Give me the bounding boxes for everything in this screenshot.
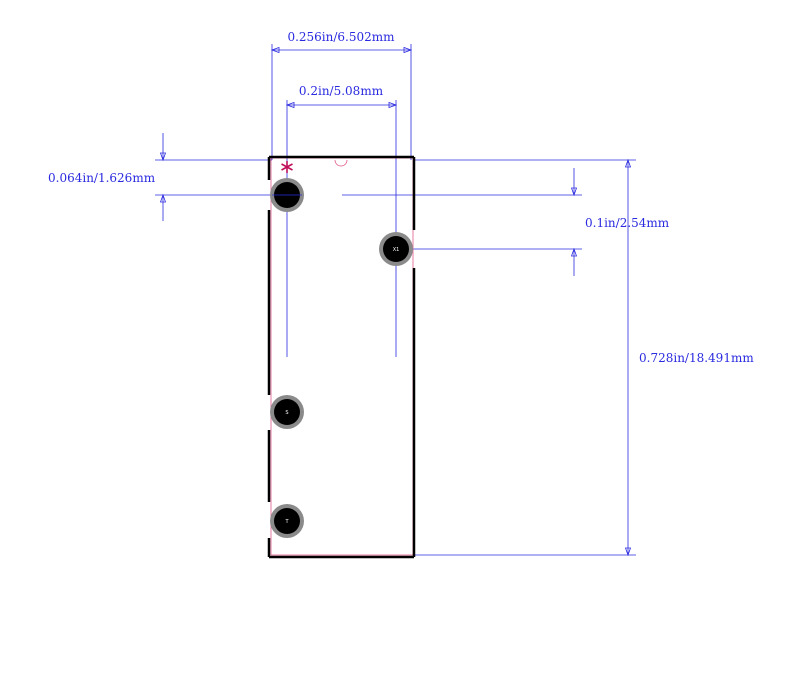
width-arrow-right bbox=[403, 46, 413, 54]
overall-width-label: 0.256in/6.502mm bbox=[287, 30, 395, 44]
pin1-notch bbox=[334, 159, 348, 167]
pin1-arrow-head bbox=[159, 193, 167, 203]
top-arrow-head bbox=[159, 152, 167, 162]
overall-height-label: 0.728in/18.491mm bbox=[639, 351, 754, 365]
pin-pitch-label: 0.1in/2.54mm bbox=[585, 216, 670, 230]
pad-x1-label: X1 bbox=[393, 247, 400, 253]
pin-span-label: 0.2in/5.08mm bbox=[299, 84, 384, 98]
pad-s-label: S bbox=[285, 410, 288, 416]
courtyard-outline bbox=[270, 157, 414, 556]
pitch-arrow-head-bottom bbox=[570, 247, 578, 257]
pin1-asterisk-icon bbox=[281, 161, 293, 173]
height-arrow-top bbox=[624, 158, 632, 168]
pitch-arrow-head-top bbox=[570, 187, 578, 197]
span-arrow-right bbox=[388, 101, 398, 109]
pad-x1: X1 bbox=[379, 232, 413, 266]
silkscreen-outline bbox=[267, 155, 416, 559]
pad-t: T bbox=[270, 504, 304, 538]
pad-s: S bbox=[270, 395, 304, 429]
pad-t-label: T bbox=[284, 519, 289, 525]
dimension-lines bbox=[155, 44, 636, 557]
span-arrow-left bbox=[285, 101, 295, 109]
top-to-pin1-label: 0.064in/1.626mm bbox=[48, 171, 156, 185]
width-arrow-left bbox=[270, 46, 280, 54]
height-arrow-bottom bbox=[624, 547, 632, 557]
